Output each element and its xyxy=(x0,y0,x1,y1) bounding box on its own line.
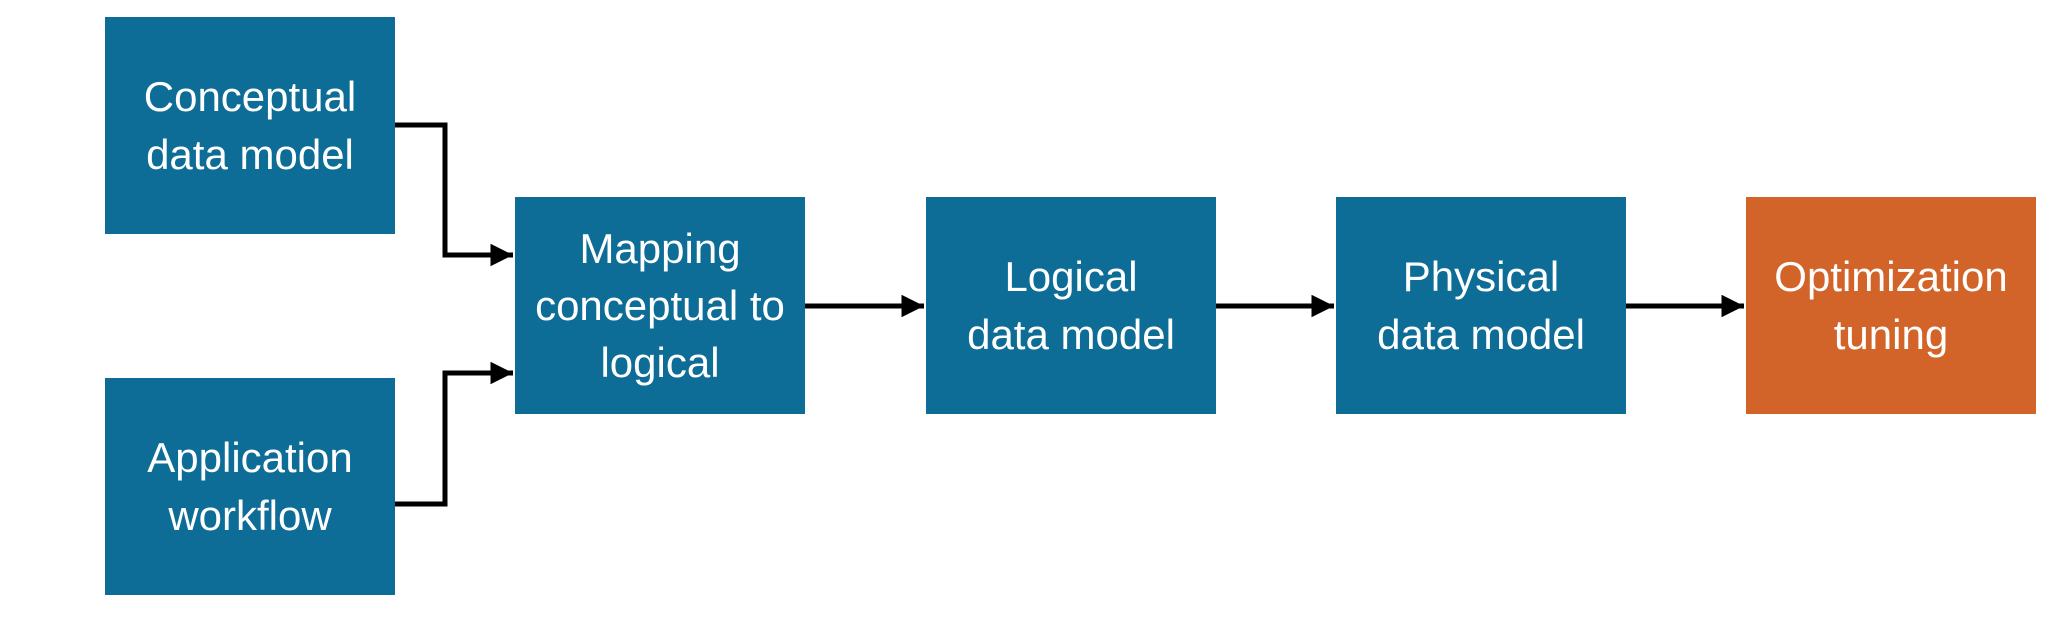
application-workflow-label: Application workflow xyxy=(147,434,353,539)
arrow-conceptual-to-mapping xyxy=(395,122,513,267)
physical-data-model-label: Physical data model xyxy=(1377,253,1585,358)
mapping-box: Mapping conceptual to logical xyxy=(515,197,805,414)
conceptual-data-model-label: Conceptual data model xyxy=(143,73,357,178)
conceptual-data-model-box: Conceptual data model xyxy=(105,17,395,234)
logical-data-model-label: Logical data model xyxy=(967,253,1175,358)
arrow-application-to-mapping xyxy=(395,361,513,507)
optimization-tuning-label: Optimization tuning xyxy=(1774,253,2008,358)
physical-data-model-box: Physical data model xyxy=(1336,197,1626,414)
mapping-label: Mapping conceptual to logical xyxy=(535,224,785,387)
logical-data-model-box: Logical data model xyxy=(926,197,1216,414)
application-workflow-box: Application workflow xyxy=(105,378,395,595)
optimization-tuning-box: Optimization tuning xyxy=(1746,197,2036,414)
